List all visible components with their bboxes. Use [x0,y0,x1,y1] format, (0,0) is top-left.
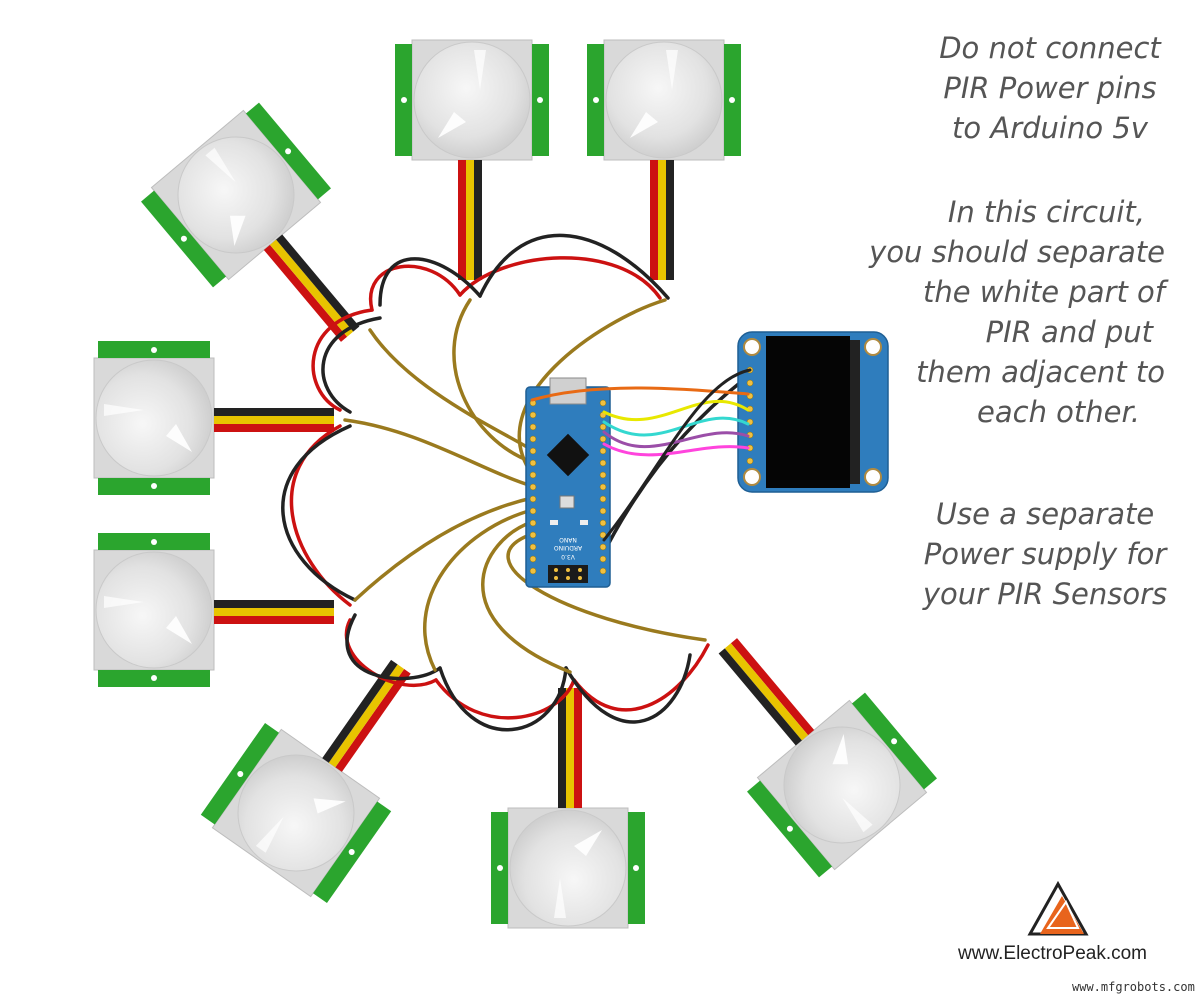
note-line: PIR Power pins [943,71,1157,105]
note-line: your PIR Sensors [922,577,1168,611]
power-wires [281,233,752,732]
note-line: to Arduino 5v [952,111,1148,145]
note-line: In this circuit, [947,195,1145,229]
pir-sensor-lower-right-diagonal [666,597,941,881]
pir-sensor-top-left-b [586,39,742,281]
note-power-warning: Do not connect PIR Power pins to Arduino… [930,28,1170,148]
note-separate-power-supply: Use a separate Power supply for your PIR… [915,494,1175,614]
brand-url: www.ElectroPeak.com [958,943,1148,964]
note-line: the white part of [922,275,1165,309]
board-label-main: ARDUINO [554,544,583,551]
pir-sensor-upper-left-diagonal [137,99,412,383]
note-line: Do not connect [939,31,1161,65]
board-label-sub: NANO [559,536,577,543]
arduino-nano-board: ARDUINO NANO V3.0 [525,377,611,588]
watermark: www.mfgrobots.com [1072,980,1195,994]
oled-display-module [737,331,889,493]
note-separate-white-part: In this circuit, you should separate the… [855,192,1165,432]
note-line: them adjacent to [916,355,1165,389]
pir-sensor-bottom-center [490,687,646,929]
oled-screen [766,336,850,488]
pir-sensor-lower-left-diagonal [198,620,463,907]
note-line: PIR and put [985,315,1153,349]
note-line: Power supply for [923,537,1167,571]
board-label-version: V3.0 [561,553,575,560]
note-line: you should separate [869,235,1165,269]
electropeak-triangle-logo [1027,880,1089,936]
display-wires [530,368,752,542]
note-line: each other. [977,395,1140,429]
note-line: Use a separate [935,497,1155,531]
